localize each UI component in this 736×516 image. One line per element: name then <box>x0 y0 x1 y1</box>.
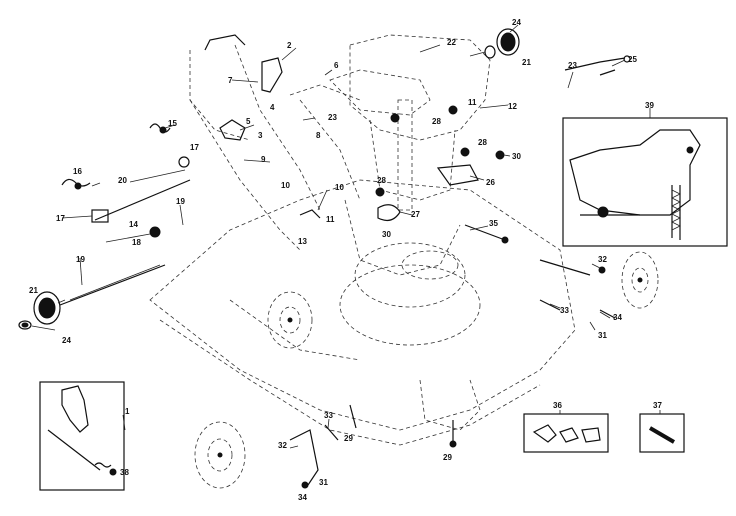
callout-5: 5 <box>246 117 251 126</box>
callout-34b: 34 <box>298 493 307 502</box>
callout-labels: 1 2 3 4 5 6 7 8 9 10 10 11 11 12 13 14 1… <box>29 18 662 502</box>
callout-33b: 33 <box>324 411 333 420</box>
callout-17a: 17 <box>190 143 199 152</box>
callout-11b: 11 <box>326 215 335 224</box>
callout-10a: 10 <box>281 181 290 190</box>
callout-38: 38 <box>120 468 129 477</box>
callout-11a: 11 <box>468 98 477 107</box>
rear-wheel-right <box>621 251 659 309</box>
callout-23a: 23 <box>328 113 337 122</box>
callout-35: 35 <box>489 219 498 228</box>
callout-18: 18 <box>132 238 141 247</box>
callout-9: 9 <box>261 155 266 164</box>
callout-1: 1 <box>125 407 130 416</box>
callout-4: 4 <box>270 103 275 112</box>
inset-box-1 <box>39 381 125 491</box>
mower-deck <box>149 179 576 446</box>
blade-housing <box>339 242 481 346</box>
callout-28a: 28 <box>432 117 441 126</box>
callout-19b: 19 <box>76 255 85 264</box>
callout-32b: 32 <box>278 441 287 450</box>
callout-36: 36 <box>553 401 562 410</box>
callout-24a: 24 <box>512 18 521 27</box>
gear-top-right <box>469 28 520 59</box>
callout-21b: 21 <box>522 58 531 67</box>
callout-13: 13 <box>298 237 307 246</box>
callout-25: 25 <box>628 55 637 64</box>
callout-28c: 28 <box>377 176 386 185</box>
callout-12: 12 <box>508 102 517 111</box>
callout-30a: 30 <box>512 152 521 161</box>
handle-assembly <box>189 34 361 251</box>
callout-27: 27 <box>411 210 420 219</box>
callout-29a: 29 <box>344 434 353 443</box>
callout-31b: 31 <box>319 478 328 487</box>
callout-10b: 10 <box>335 183 344 192</box>
rear-wheel-left <box>267 291 313 349</box>
inset-box-39 <box>562 117 728 247</box>
callout-37: 37 <box>653 401 662 410</box>
callout-3: 3 <box>258 131 263 140</box>
callout-14: 14 <box>129 220 138 229</box>
callout-33a: 33 <box>560 306 569 315</box>
inset-box-37 <box>639 413 685 453</box>
callout-32a: 32 <box>598 255 607 264</box>
callout-22: 22 <box>447 38 456 47</box>
callout-15: 15 <box>168 119 177 128</box>
callout-23b: 23 <box>568 61 577 70</box>
callout-28b: 28 <box>478 138 487 147</box>
callout-31a: 31 <box>598 331 607 340</box>
front-wheel <box>194 421 246 489</box>
gear-left <box>18 291 61 330</box>
callout-21a: 21 <box>29 286 38 295</box>
callout-19a: 19 <box>176 197 185 206</box>
callout-24b: 24 <box>62 336 71 345</box>
engine <box>289 34 491 276</box>
callout-39: 39 <box>645 101 654 110</box>
callout-7: 7 <box>228 76 233 85</box>
callout-17b: 17 <box>56 214 65 223</box>
callout-2: 2 <box>287 41 292 50</box>
callout-6: 6 <box>334 61 339 70</box>
callout-20: 20 <box>118 176 127 185</box>
callout-8: 8 <box>316 131 321 140</box>
axle-left <box>59 179 191 306</box>
callout-29b: 29 <box>443 453 452 462</box>
callout-16: 16 <box>73 167 82 176</box>
callout-30b: 30 <box>382 230 391 239</box>
leader-lines <box>31 24 661 449</box>
inset-box-38 <box>523 413 609 453</box>
callout-26: 26 <box>486 178 495 187</box>
callout-34a: 34 <box>613 313 622 322</box>
